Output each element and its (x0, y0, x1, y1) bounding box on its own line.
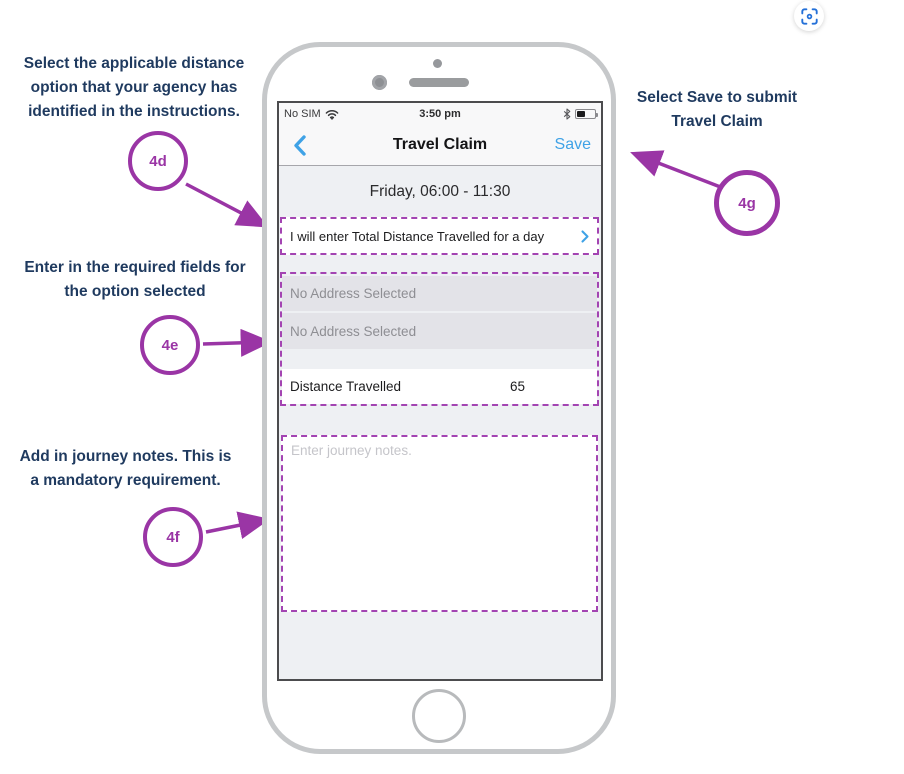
front-camera (372, 75, 387, 90)
clock: 3:50 pm (419, 108, 461, 120)
journey-notes-box (281, 435, 598, 612)
distance-travelled-value[interactable]: 65 (509, 379, 525, 394)
scan-icon (800, 7, 818, 25)
annotation-text-4d: Select the applicable distance option th… (14, 52, 254, 124)
distance-travelled-row[interactable]: Distance Travelled 65 (282, 369, 597, 404)
phone-frame: No SIM 3:50 pm (262, 42, 616, 754)
annotation-arrow-4e (202, 328, 273, 357)
annotation-line: identified in the instructions. (28, 103, 240, 120)
annotation-circle-4e: 4e (140, 315, 200, 375)
distance-travelled-label: Distance Travelled (290, 379, 402, 394)
earpiece-speaker (409, 78, 469, 87)
annotation-line: the option selected (64, 283, 206, 300)
home-button[interactable] (412, 689, 466, 743)
annotation-text-4e: Enter in the required fields for the opt… (10, 256, 260, 304)
back-chevron-icon (294, 134, 306, 156)
annotation-text-4g: Select Save to submit Travel Claim (627, 86, 807, 134)
annotation-line: Enter in the required fields for (24, 259, 246, 276)
annotation-circle-4f: 4f (143, 507, 203, 567)
screen-content: Friday, 06:00 - 11:30 I will enter Total… (279, 166, 601, 679)
required-fields-group: No Address Selected No Address Selected … (280, 272, 599, 406)
distance-option-label: I will enter Total Distance Travelled fo… (290, 228, 545, 244)
journey-notes-input[interactable] (283, 437, 596, 610)
annotation-label: 4f (166, 528, 180, 546)
annotation-line: Travel Claim (671, 113, 763, 130)
annotation-label: 4g (738, 194, 756, 212)
annotation-line: Select Save to submit (636, 89, 798, 106)
status-bar: No SIM 3:50 pm (279, 103, 601, 125)
nav-bar: Travel Claim Save (279, 125, 601, 166)
annotation-text-4f: Add in journey notes. This is a mandator… (8, 445, 243, 493)
annotation-arrow-4d (185, 182, 269, 228)
wifi-icon (325, 109, 339, 120)
phone-screen: No SIM 3:50 pm (277, 101, 603, 681)
annotation-circle-4d: 4d (128, 131, 188, 191)
page-title: Travel Claim (392, 136, 488, 153)
group-gap (282, 349, 597, 369)
distance-option-row[interactable]: I will enter Total Distance Travelled fo… (280, 217, 599, 255)
save-button[interactable]: Save (554, 136, 591, 153)
battery-nub (596, 112, 598, 117)
annotation-label: 4e (161, 336, 179, 354)
annotation-circle-4g: 4g (714, 170, 780, 236)
annotation-line: Select the applicable distance (23, 55, 245, 72)
battery-fill (577, 111, 586, 117)
address-field-start[interactable]: No Address Selected (282, 276, 597, 311)
annotation-label: 4d (149, 152, 167, 170)
carrier-label: No SIM (284, 108, 321, 120)
chevron-right-icon (581, 229, 589, 243)
bluetooth-icon (563, 108, 571, 120)
annotation-line: option that your agency has (30, 79, 238, 96)
annotation-arrow-4f (205, 511, 271, 539)
battery-icon (575, 109, 598, 119)
annotation-line: Add in journey notes. This is (19, 448, 232, 465)
address-field-end[interactable]: No Address Selected (282, 313, 597, 349)
annotation-line: a mandatory requirement. (30, 472, 221, 489)
date-header: Friday, 06:00 - 11:30 (369, 182, 511, 200)
sensor-dot (433, 59, 442, 68)
back-button[interactable] (289, 133, 310, 158)
scan-button[interactable] (794, 1, 824, 31)
annotation-arrow-4g (630, 150, 724, 190)
